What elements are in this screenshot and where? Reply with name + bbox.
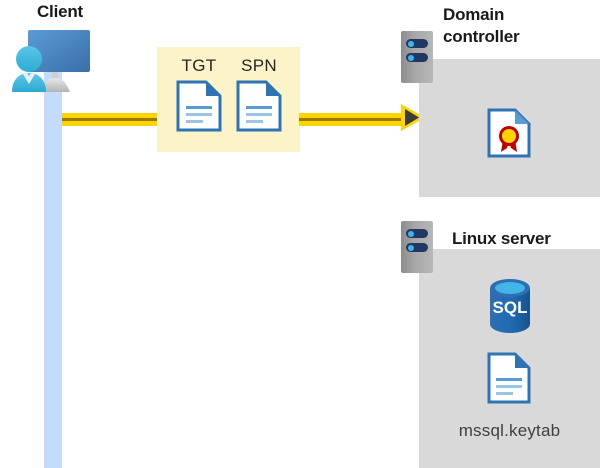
linux-server-title: Linux server (452, 229, 551, 248)
server-icon (401, 221, 433, 273)
certificate-document-icon (487, 108, 531, 163)
server-icon (401, 31, 433, 83)
server-led (408, 230, 414, 237)
document-icon (171, 80, 227, 137)
client-lifeline (44, 60, 62, 468)
arrow-right-icon (400, 103, 426, 132)
domain-controller-title: Domain controller (443, 4, 600, 48)
sql-database-icon: SQL (482, 277, 538, 340)
keytab-file-label: mssql.keytab (458, 421, 561, 440)
sql-database-label: SQL (493, 298, 528, 317)
server-bay (406, 39, 428, 48)
token-message-box: TGT SPN (157, 47, 300, 152)
server-bay (406, 53, 428, 62)
server-led (408, 54, 414, 61)
token-spn-label: SPN (241, 56, 277, 75)
token-tgt-label: TGT (181, 56, 217, 75)
client-label: Client (36, 2, 84, 21)
server-bay (406, 243, 428, 252)
document-icon (231, 80, 287, 137)
server-bay (406, 229, 428, 238)
domain-controller-title-line2: controller (443, 27, 520, 46)
server-led (408, 244, 414, 251)
connector-line-right (299, 113, 407, 126)
connector-line-left (62, 113, 158, 126)
domain-controller-title-line1: Domain (443, 5, 505, 24)
token-tgt: TGT (171, 55, 227, 137)
connector-core (299, 118, 407, 121)
token-spn: SPN (231, 55, 287, 137)
user-computer-icon (6, 26, 98, 96)
connector-core (62, 118, 158, 121)
document-icon (487, 352, 531, 409)
server-led (408, 40, 414, 47)
